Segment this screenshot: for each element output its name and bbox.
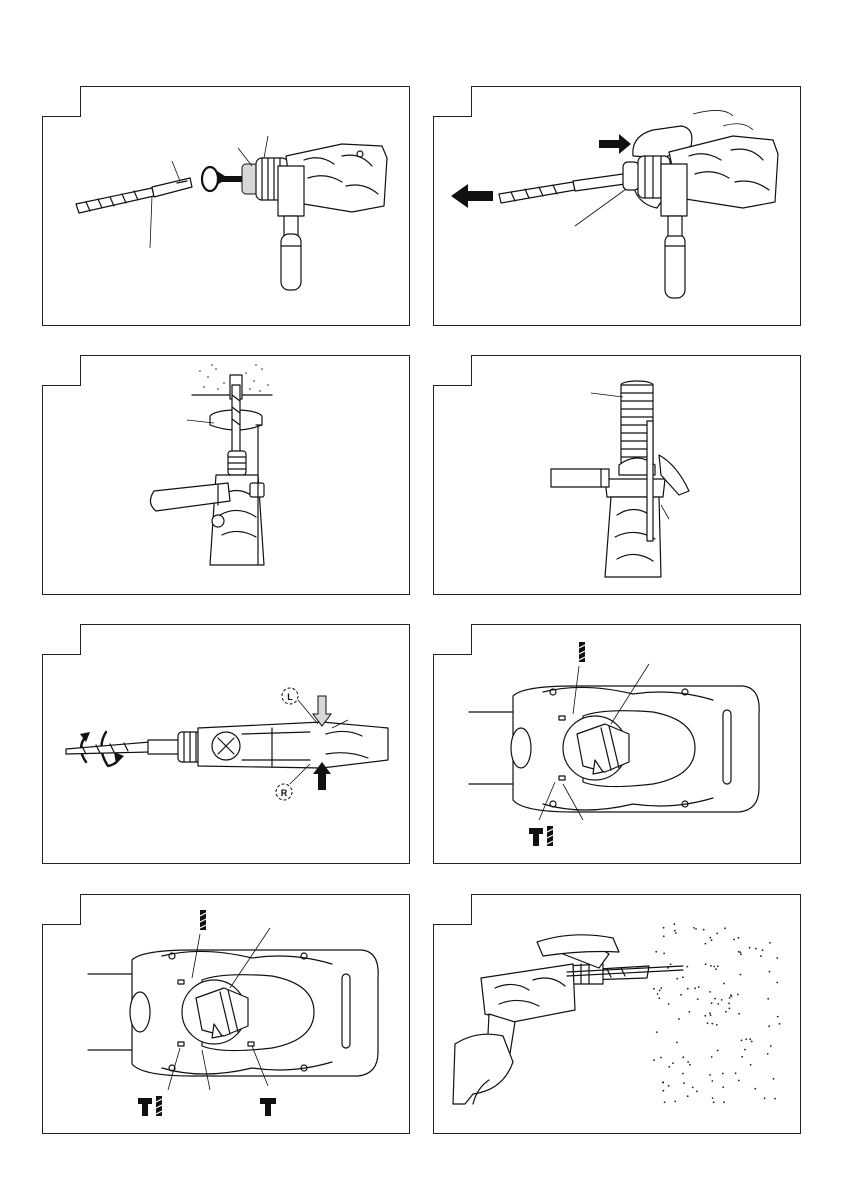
- figure-panel-3: [42, 355, 410, 595]
- figure-8-drawing: [433, 894, 801, 1134]
- figure-1-drawing: [42, 86, 410, 326]
- drill-mode-icon: [200, 910, 206, 930]
- figure-panel-2: [433, 86, 801, 326]
- figure-3-drawing: [42, 355, 410, 595]
- figure-7-drawing: [42, 894, 410, 1134]
- figure-panel-5: L R: [42, 624, 410, 864]
- figure-2-drawing: [433, 86, 801, 326]
- svg-text:L: L: [287, 692, 293, 702]
- figure-5-drawing: L R: [42, 624, 410, 864]
- figure-panel-4: [433, 355, 801, 595]
- figure-panel-8: [433, 894, 801, 1134]
- mode-selector-top-view: [469, 686, 759, 812]
- figure-panel-1: [42, 86, 410, 326]
- figure-6-drawing: [433, 624, 801, 864]
- drill-mode-icon: [579, 642, 585, 662]
- figure-4-drawing: [433, 355, 801, 595]
- svg-text:R: R: [281, 788, 288, 798]
- figure-panel-6: [433, 624, 801, 864]
- mode-selector-top-view: [88, 950, 378, 1076]
- figure-panel-7: [42, 894, 410, 1134]
